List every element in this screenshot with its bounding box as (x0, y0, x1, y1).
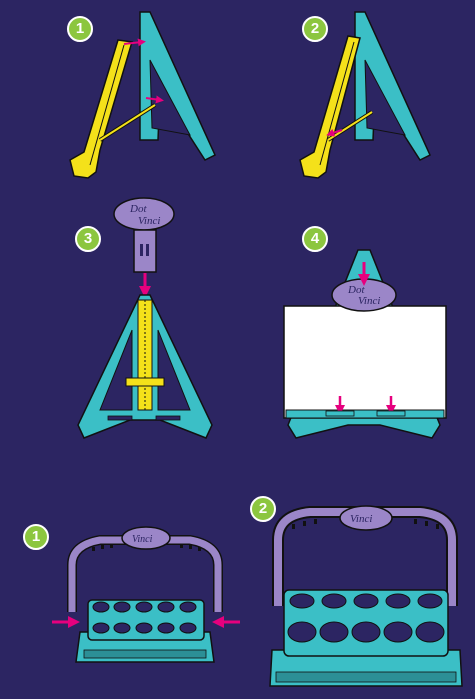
step1-easel (70, 12, 215, 178)
step3-easel: Dot Vinci (78, 198, 212, 438)
logo-text-bottom2: Vinci (350, 513, 372, 525)
bottom2-paint-caddy: Vinci (270, 506, 462, 686)
logo-text-bottom1: Vinci (132, 534, 153, 545)
logo-dot-text: Dot (129, 203, 147, 215)
logo-vinci-text: Vinci (138, 215, 160, 227)
step2-easel (300, 12, 430, 178)
bottom1-paint-caddy: Vinci (52, 527, 240, 662)
logo-vinci-text-2: Vinci (358, 295, 380, 307)
step4-easel-with-board: Dot Vinci (284, 250, 446, 438)
